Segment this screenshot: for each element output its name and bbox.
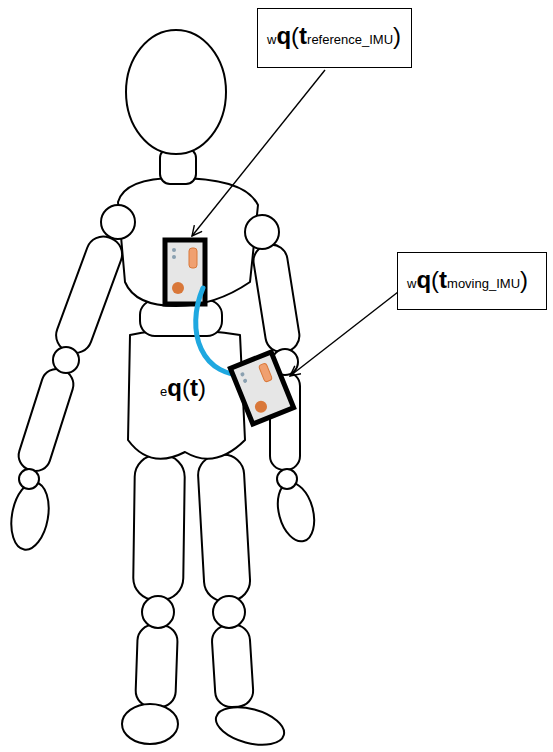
right-upper-arm	[251, 242, 301, 354]
left-upper-arm	[51, 232, 127, 358]
head	[126, 30, 226, 154]
left-hand	[6, 479, 53, 552]
left-wrist	[19, 469, 39, 489]
left-foot	[122, 704, 178, 744]
chest	[118, 178, 258, 306]
left-shin	[135, 624, 178, 707]
leader-line	[290, 292, 398, 376]
quaternion-label: eq(t)	[158, 373, 208, 407]
leader-line	[192, 70, 325, 236]
left-forearm	[15, 365, 77, 475]
label-box: wq(tmoving_IMU)	[397, 252, 547, 310]
pelvis	[128, 330, 245, 459]
moving-imu	[230, 352, 293, 424]
right-shoulder	[245, 215, 279, 249]
right-hand	[272, 479, 320, 546]
quaternion-label: wq(tmoving_IMU)	[407, 265, 537, 299]
left-elbow	[53, 347, 79, 373]
right-thigh	[197, 454, 251, 602]
right-shin	[211, 624, 254, 708]
left-thigh	[133, 455, 185, 601]
right-knee	[213, 596, 245, 628]
label-box: wq(treference_IMU)	[257, 8, 412, 68]
left-shoulder	[101, 205, 135, 239]
left-knee	[142, 596, 174, 628]
right-foot	[212, 701, 288, 752]
quaternion-label: wq(treference_IMU)	[267, 21, 402, 55]
right-wrist	[277, 469, 297, 489]
